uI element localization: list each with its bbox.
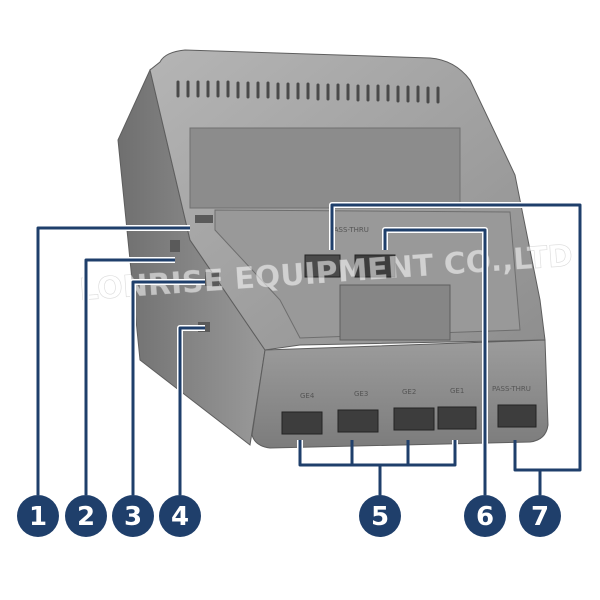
side-slot-2: [170, 240, 180, 252]
callout-5: 5: [359, 495, 401, 537]
side-slot-1: [195, 215, 213, 223]
top-label-pass: PASS-THRU: [330, 226, 369, 234]
port-pass-thru[interactable]: [497, 404, 537, 428]
label-recess: [189, 127, 461, 209]
label-ge1: GE1: [450, 387, 464, 395]
side-slot-3: [205, 272, 219, 286]
port-ge3[interactable]: [337, 409, 379, 433]
leader-1: [36, 226, 190, 495]
callout-6-number: 6: [476, 502, 494, 532]
callout-1-number: 1: [29, 502, 47, 532]
callout-leaders-blue: [36, 203, 582, 495]
front-ports: GE4 GE3 GE2 GE1 PASS-THRU: [281, 385, 537, 435]
callout-1: 1: [17, 495, 59, 537]
port-ge2[interactable]: [393, 407, 435, 431]
leader-7-port: [513, 440, 540, 472]
callout-4-number: 4: [171, 502, 189, 532]
vent-slots-top: [176, 80, 440, 104]
label-ge3: GE3: [354, 390, 368, 398]
callout-2-number: 2: [77, 502, 95, 532]
leader-4: [178, 326, 205, 495]
leader-2: [84, 258, 175, 495]
callout-3-number: 3: [124, 502, 142, 532]
port-ge4[interactable]: [281, 411, 323, 435]
callout-7-number: 7: [531, 502, 549, 532]
leader-5: [298, 440, 457, 467]
label-ge4: GE4: [300, 392, 315, 400]
top-port-ge[interactable]: [354, 254, 396, 278]
label-ge2: GE2: [402, 388, 416, 396]
callout-2: 2: [65, 495, 107, 537]
callout-7: 7: [519, 495, 561, 537]
leader-6: [383, 228, 487, 495]
top-port-pass[interactable]: [304, 254, 341, 278]
callout-badges: 1 2 3 4 5 6 7: [17, 495, 561, 537]
label-pass-thru: PASS-THRU: [492, 385, 531, 393]
callout-4: 4: [159, 495, 201, 537]
callout-5-number: 5: [371, 502, 389, 532]
device-body: PASS-THRU GE/PON GE4 GE3 GE2 GE1 PASS-TH…: [117, 49, 549, 449]
leader-3: [131, 280, 205, 495]
center-block: [339, 284, 451, 341]
callout-6: 6: [464, 495, 506, 537]
port-ge1[interactable]: [437, 406, 477, 430]
leader-7: [330, 203, 582, 495]
callout-3: 3: [112, 495, 154, 537]
